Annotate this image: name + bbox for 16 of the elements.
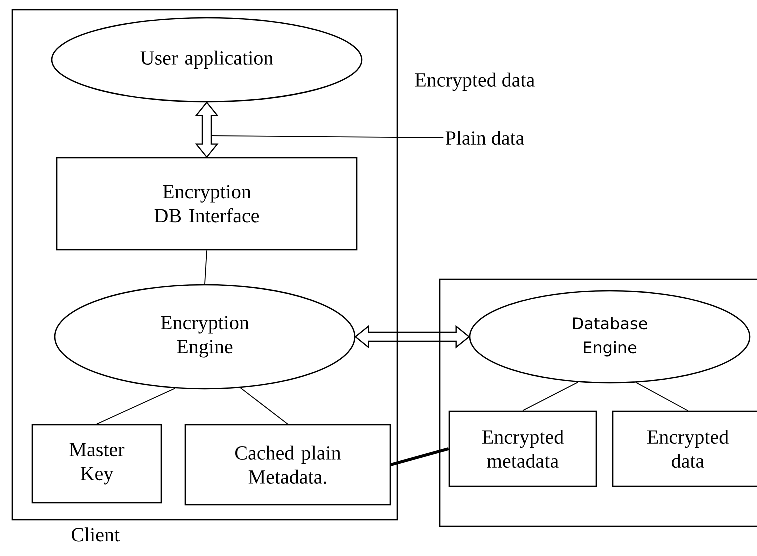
process-box: Cached plain Metadata. xyxy=(184,424,392,506)
group-box xyxy=(439,278,757,528)
process-box: Encryption DB Interface xyxy=(56,157,358,251)
connector-line xyxy=(96,388,176,425)
leader-line xyxy=(212,136,444,138)
connector-line xyxy=(204,250,208,285)
group-title: Client xyxy=(72,528,120,542)
process-box: Encrypted data xyxy=(612,410,757,488)
connector-line xyxy=(390,448,450,466)
process-box: Master Key xyxy=(32,424,162,504)
connector-line xyxy=(240,388,288,425)
text-label: Encrypted data xyxy=(415,72,535,92)
text-label: Plain data xyxy=(446,130,524,146)
process-box: Encrypted metadata xyxy=(448,410,598,488)
connector-line xyxy=(522,382,579,412)
connector-line xyxy=(636,382,688,412)
